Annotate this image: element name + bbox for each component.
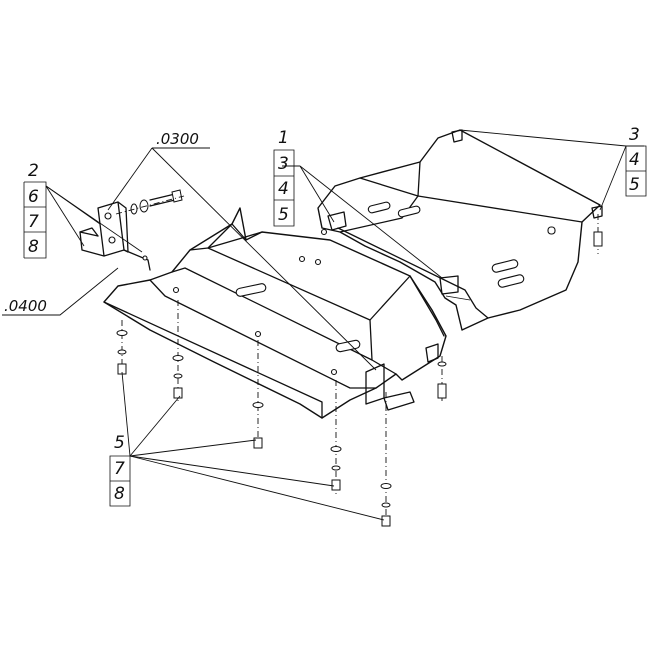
front-skid-plate [103, 207, 447, 419]
callout-left-7: 7 [28, 212, 39, 232]
part-number-0300: .0300 [156, 130, 199, 148]
rear-bracket [327, 211, 347, 231]
callout-right-4: 4 [629, 150, 640, 170]
callout-0300: .0300 [156, 130, 199, 148]
callout-left-6: 6 [28, 187, 39, 207]
callout-bottom: 5 7 8 [109, 433, 131, 507]
rear-plate-slot [497, 274, 525, 288]
callout-right-5: 5 [629, 175, 640, 195]
fastener-column [437, 356, 447, 404]
callout-center-5: 5 [278, 205, 289, 225]
callout-left: 2 6 7 8 [23, 161, 47, 259]
callout-center-4: 4 [278, 179, 289, 199]
leader-lines [2, 129, 644, 521]
rear-plate-slot [491, 259, 519, 273]
fastener-column [116, 320, 128, 375]
front-plate-slot [335, 339, 361, 353]
rear-plate-slot [397, 205, 421, 218]
rear-bracket [439, 275, 459, 295]
front-plate-slot [235, 283, 267, 297]
left-mounting-bracket [79, 201, 151, 271]
callout-0400: .0400 [4, 297, 47, 315]
callout-bottom-7: 7 [114, 459, 125, 479]
callout-right: 3 4 5 [625, 125, 647, 197]
rear-plate-hole [547, 226, 556, 235]
fastener-column [593, 214, 603, 254]
callout-bottom-8: 8 [114, 484, 125, 504]
callout-bottom-5: 5 [114, 433, 125, 453]
callout-left-8: 8 [28, 237, 39, 257]
fastener-column [252, 340, 264, 449]
callout-right-3: 3 [629, 125, 640, 145]
part-number-0400: .0400 [4, 297, 47, 315]
upper-left-bolt [115, 189, 185, 215]
callout-left-2: 2 [28, 161, 39, 181]
rear-plate-slot [367, 201, 391, 214]
fastener-column [380, 392, 392, 527]
callout-center-3: 3 [278, 154, 289, 174]
fastener-column [330, 380, 342, 494]
callout-center: 1 3 4 5 [273, 128, 295, 227]
fastener-column [172, 300, 184, 404]
callout-center-1: 1 [278, 128, 289, 148]
